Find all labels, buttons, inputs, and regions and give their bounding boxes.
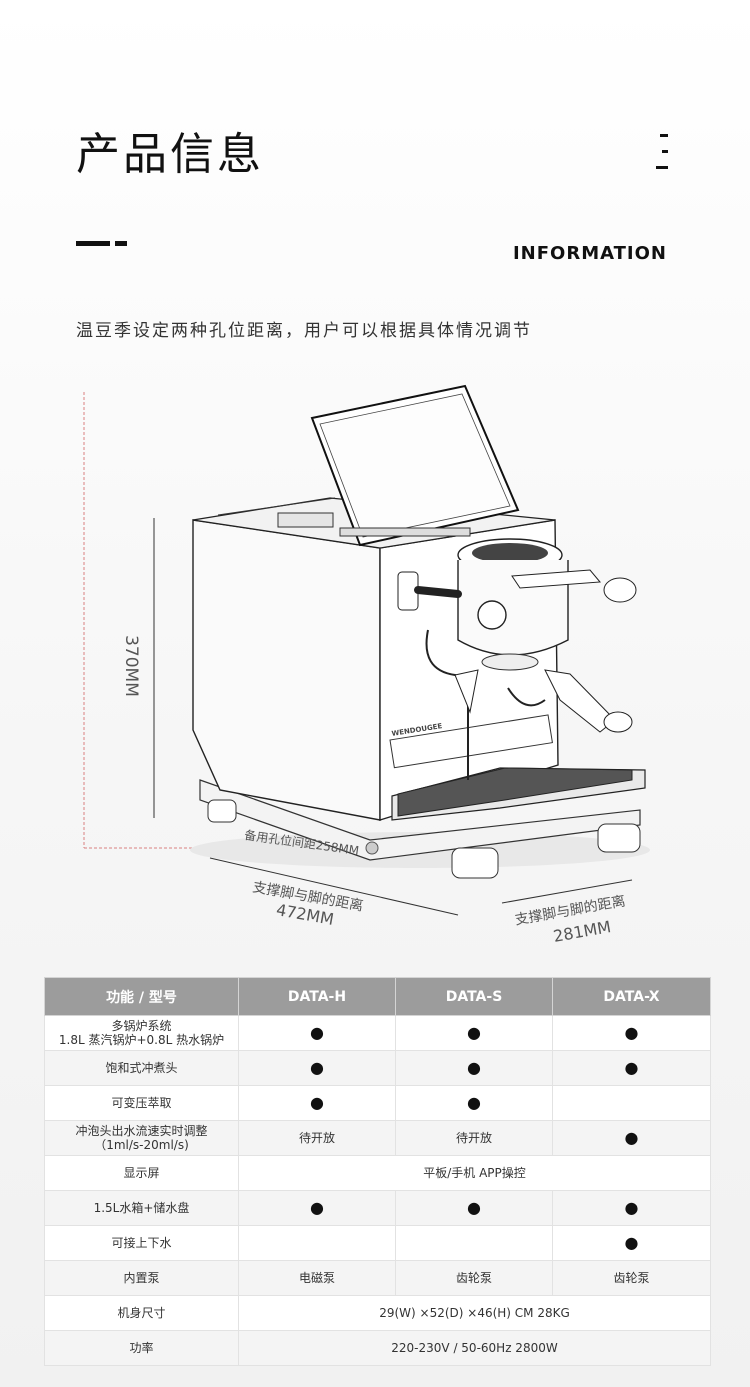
table-row: 功率 220-230V / 50-60Hz 2800W xyxy=(44,1330,711,1366)
cell-h: ● xyxy=(238,1190,396,1226)
table-row: 冲泡头出水流速实时调整（1ml/s-20ml/s) 待开放 待开放 ● xyxy=(44,1120,711,1156)
cell-x xyxy=(552,1085,711,1121)
row-feature: 功率 xyxy=(44,1330,239,1366)
espresso-machine-diagram: WENDOUGEE xyxy=(83,384,650,916)
cell-merged: 平板/手机 APP操控 xyxy=(238,1155,711,1191)
table-row: 机身尺寸 29(W) ×52(D) ×46(H) CM 28KG xyxy=(44,1295,711,1331)
row-feature: 冲泡头出水流速实时调整（1ml/s-20ml/s) xyxy=(44,1120,239,1156)
cell-s: ● xyxy=(395,1050,553,1086)
cell-x: ● xyxy=(552,1050,711,1086)
cell-s: ● xyxy=(395,1015,553,1051)
table-row: 可接上下水 ● xyxy=(44,1225,711,1261)
row-feature: 可变压萃取 xyxy=(44,1085,239,1121)
cell-x: ● xyxy=(552,1015,711,1051)
cell-x: ● xyxy=(552,1225,711,1261)
header-data-x: DATA-X xyxy=(552,977,711,1016)
cell-merged: 29(W) ×52(D) ×46(H) CM 28KG xyxy=(238,1295,711,1331)
row-feature: 显示屏 xyxy=(44,1155,239,1191)
row-feature: 内置泵 xyxy=(44,1260,239,1296)
cell-s: 待开放 xyxy=(395,1120,553,1156)
header-data-s: DATA-S xyxy=(395,977,553,1016)
header-data-h: DATA-H xyxy=(238,977,396,1016)
table-row: 饱和式冲煮头 ● ● ● xyxy=(44,1050,711,1086)
cell-s: ● xyxy=(395,1085,553,1121)
row-feature: 1.5L水箱+储水盘 xyxy=(44,1190,239,1226)
menu-icon[interactable] xyxy=(656,134,668,170)
cell-s xyxy=(395,1225,553,1261)
row-feature: 机身尺寸 xyxy=(44,1295,239,1331)
cell-h: ● xyxy=(238,1085,396,1121)
row-feature: 可接上下水 xyxy=(44,1225,239,1261)
row-feature: 饱和式冲煮头 xyxy=(44,1050,239,1086)
cell-merged: 220-230V / 50-60Hz 2800W xyxy=(238,1330,711,1366)
cell-h: 电磁泵 xyxy=(238,1260,396,1296)
section-subtitle: INFORMATION xyxy=(512,243,667,264)
cell-x: ● xyxy=(552,1120,711,1156)
cell-s: ● xyxy=(395,1190,553,1226)
page-title: 产品信息 xyxy=(76,129,264,180)
table-row: 内置泵 电磁泵 齿轮泵 齿轮泵 xyxy=(44,1260,711,1296)
table-row: 1.5L水箱+储水盘 ● ● ● xyxy=(44,1190,711,1226)
cell-x: ● xyxy=(552,1190,711,1226)
title-underline-long xyxy=(76,241,110,246)
cell-h: ● xyxy=(238,1050,396,1086)
cell-h xyxy=(238,1225,396,1261)
spec-table-header: 功能 / 型号 DATA-H DATA-S DATA-X xyxy=(44,977,711,1016)
section-description: 温豆季设定两种孔位距离，用户可以根据具体情况调节 xyxy=(76,321,532,341)
header-feature: 功能 / 型号 xyxy=(44,977,239,1016)
title-underline-short xyxy=(115,241,127,246)
cell-x: 齿轮泵 xyxy=(552,1260,711,1296)
cell-h: ● xyxy=(238,1015,396,1051)
height-label: 370MM xyxy=(120,635,141,697)
cell-s: 齿轮泵 xyxy=(395,1260,553,1296)
cell-h: 待开放 xyxy=(238,1120,396,1156)
table-row: 可变压萃取 ● ● xyxy=(44,1085,711,1121)
table-row: 显示屏 平板/手机 APP操控 xyxy=(44,1155,711,1191)
